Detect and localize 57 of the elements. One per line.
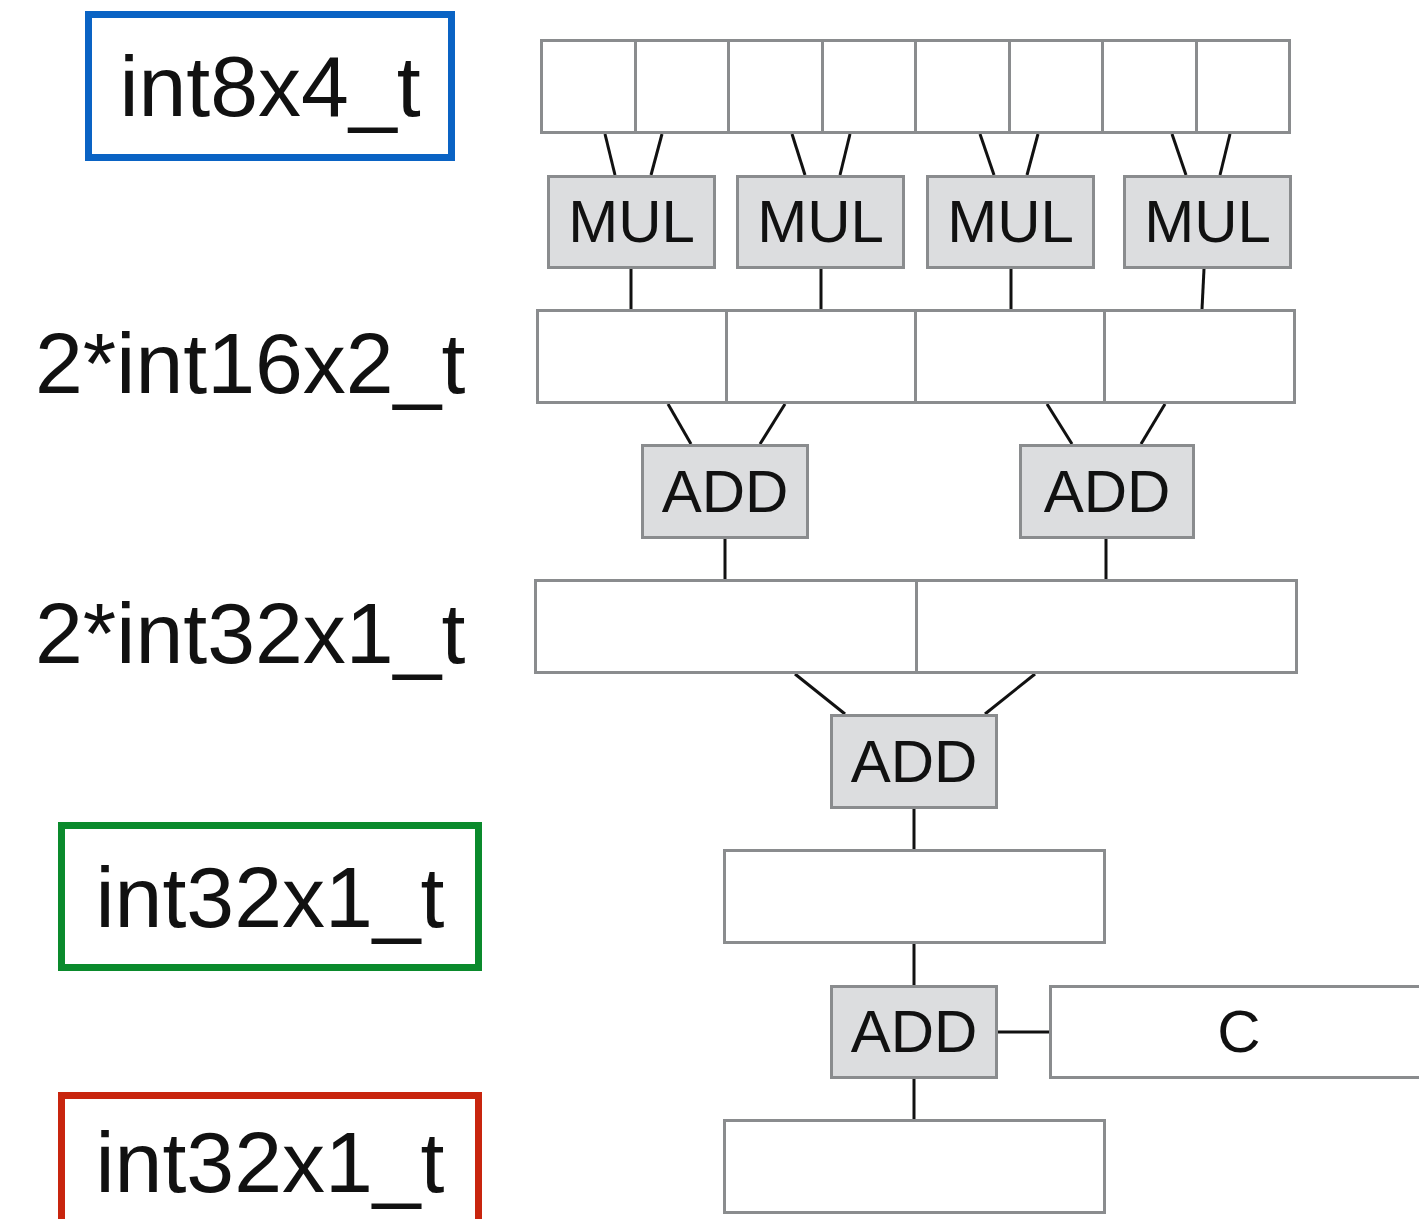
operation-box bbox=[736, 175, 905, 269]
data-cell bbox=[727, 39, 824, 134]
data-cell bbox=[536, 309, 728, 404]
connector-line bbox=[978, 133, 996, 176]
operation-box bbox=[641, 444, 809, 539]
data-cell bbox=[723, 1119, 1106, 1214]
type-box bbox=[85, 11, 455, 161]
connector-line bbox=[1200, 268, 1206, 310]
connector-line bbox=[1218, 133, 1232, 176]
operation-label: MUL bbox=[947, 192, 1074, 252]
operation-box bbox=[1123, 175, 1292, 269]
connector-line bbox=[790, 133, 807, 176]
connector-line bbox=[1139, 403, 1167, 445]
cell-label: C bbox=[1217, 1002, 1261, 1062]
operation-label: MUL bbox=[568, 192, 695, 252]
data-cell bbox=[914, 39, 1011, 134]
connector-line bbox=[912, 944, 916, 985]
data-cell bbox=[915, 579, 1298, 674]
data-cell bbox=[1101, 39, 1198, 134]
operation-box bbox=[1019, 444, 1195, 539]
connector-line bbox=[649, 133, 664, 176]
connector-line bbox=[1104, 539, 1108, 579]
connector-line bbox=[819, 269, 823, 309]
connector-line bbox=[984, 672, 1036, 716]
operation-box bbox=[830, 714, 998, 809]
connector-line bbox=[1170, 133, 1188, 176]
type-box bbox=[58, 1092, 482, 1219]
data-cell bbox=[534, 579, 918, 674]
type-box bbox=[58, 822, 482, 971]
operation-label: ADD bbox=[850, 731, 978, 792]
connector-line bbox=[1025, 133, 1040, 176]
data-cell bbox=[1103, 309, 1296, 404]
connector-line bbox=[794, 672, 846, 716]
connector-line bbox=[912, 1079, 916, 1119]
connector-line bbox=[723, 539, 727, 579]
connector-line bbox=[666, 403, 693, 445]
operation-label: ADD bbox=[850, 1002, 978, 1062]
connector-line bbox=[998, 1030, 1049, 1034]
data-cell bbox=[914, 309, 1106, 404]
data-cell bbox=[725, 309, 917, 404]
connector-line bbox=[1009, 269, 1013, 309]
operation-label: ADD bbox=[1043, 461, 1171, 522]
operation-label: MUL bbox=[757, 192, 884, 252]
operation-box bbox=[830, 985, 998, 1079]
data-cell bbox=[1049, 985, 1419, 1079]
data-cell bbox=[723, 849, 1106, 944]
connector-line bbox=[629, 269, 633, 309]
connector-line bbox=[758, 403, 787, 445]
connector-line bbox=[1045, 403, 1074, 445]
operation-box bbox=[547, 175, 716, 269]
connector-line bbox=[838, 133, 852, 176]
operation-box bbox=[926, 175, 1095, 269]
connector-line bbox=[603, 133, 617, 176]
operation-label: MUL bbox=[1144, 192, 1271, 252]
operation-label: ADD bbox=[661, 461, 789, 522]
data-cell bbox=[540, 39, 637, 134]
connector-line bbox=[912, 809, 916, 849]
